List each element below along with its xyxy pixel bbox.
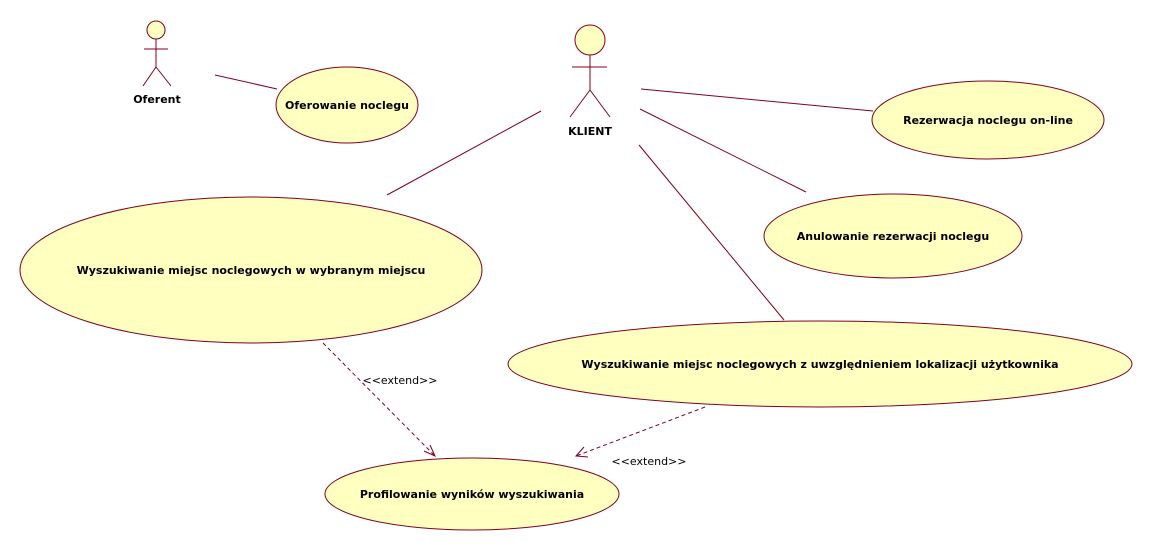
- actor-klient-label: KLIENT: [568, 125, 612, 138]
- association-oferent-oferowanie: [214, 74, 278, 90]
- use-case-anulowanie-label: Anulowanie rezerwacji noclegu: [797, 230, 989, 243]
- use-case-wyszukiwanie-miejsce[interactable]: Wyszukiwanie miejsc noclegowych w wybran…: [19, 196, 483, 344]
- extend-dependency-2: [575, 406, 706, 457]
- association-klient-wyszukiwanie-lokalizacja: [638, 144, 785, 321]
- actor-left-leg: [142, 66, 157, 87]
- actor-head: [146, 20, 166, 40]
- use-case-oferowanie-label: Oferowanie noclegu: [285, 99, 409, 112]
- use-case-wyszukiwanie-lokalizacja-label: Wyszukiwanie miejsc noclegowych z uwzglę…: [581, 358, 1058, 371]
- use-case-profilowanie[interactable]: Profilowanie wyników wyszukiwania: [324, 457, 620, 531]
- use-case-anulowanie[interactable]: Anulowanie rezerwacji noclegu: [763, 193, 1023, 279]
- association-klient-anulowanie: [639, 108, 807, 193]
- use-case-wyszukiwanie-miejsce-label: Wyszukiwanie miejsc noclegowych w wybran…: [77, 264, 426, 277]
- use-case-ellipse: [763, 193, 1023, 279]
- extend-arrowhead-1: [423, 444, 437, 458]
- use-case-ellipse: [275, 66, 419, 144]
- extend-dependency-1: [322, 342, 436, 457]
- actor-left-leg: [569, 89, 591, 118]
- use-case-profilowanie-label: Profilowanie wyników wyszukiwania: [360, 488, 584, 501]
- actor-head: [574, 24, 606, 56]
- use-case-ellipse: [507, 320, 1133, 408]
- extend-label-2: <<extend>>: [612, 455, 687, 468]
- use-case-rezerwacja-label: Rezerwacja noclegu on-line: [903, 114, 1073, 127]
- use-case-rezerwacja[interactable]: Rezerwacja noclegu on-line: [871, 80, 1105, 160]
- use-case-wyszukiwanie-lokalizacja[interactable]: Wyszukiwanie miejsc noclegowych z uwzglę…: [507, 320, 1133, 408]
- actor-oferent[interactable]: Oferent: [133, 20, 181, 106]
- actor-oferent-label: Oferent: [133, 93, 181, 106]
- actor-right-leg: [155, 66, 172, 87]
- use-case-ellipse: [871, 80, 1105, 160]
- association-klient-rezerwacja: [640, 88, 874, 112]
- actor-klient[interactable]: KLIENT: [568, 24, 612, 138]
- extend-label-1: <<extend>>: [363, 374, 438, 387]
- extend-arrowhead-2: [574, 446, 589, 458]
- association-klient-wyszukiwanie-miejsce: [386, 110, 542, 196]
- use-case-oferowanie[interactable]: Oferowanie noclegu: [275, 66, 419, 144]
- use-case-ellipse: [19, 196, 483, 344]
- use-case-ellipse: [324, 457, 620, 531]
- actor-right-leg: [589, 89, 611, 118]
